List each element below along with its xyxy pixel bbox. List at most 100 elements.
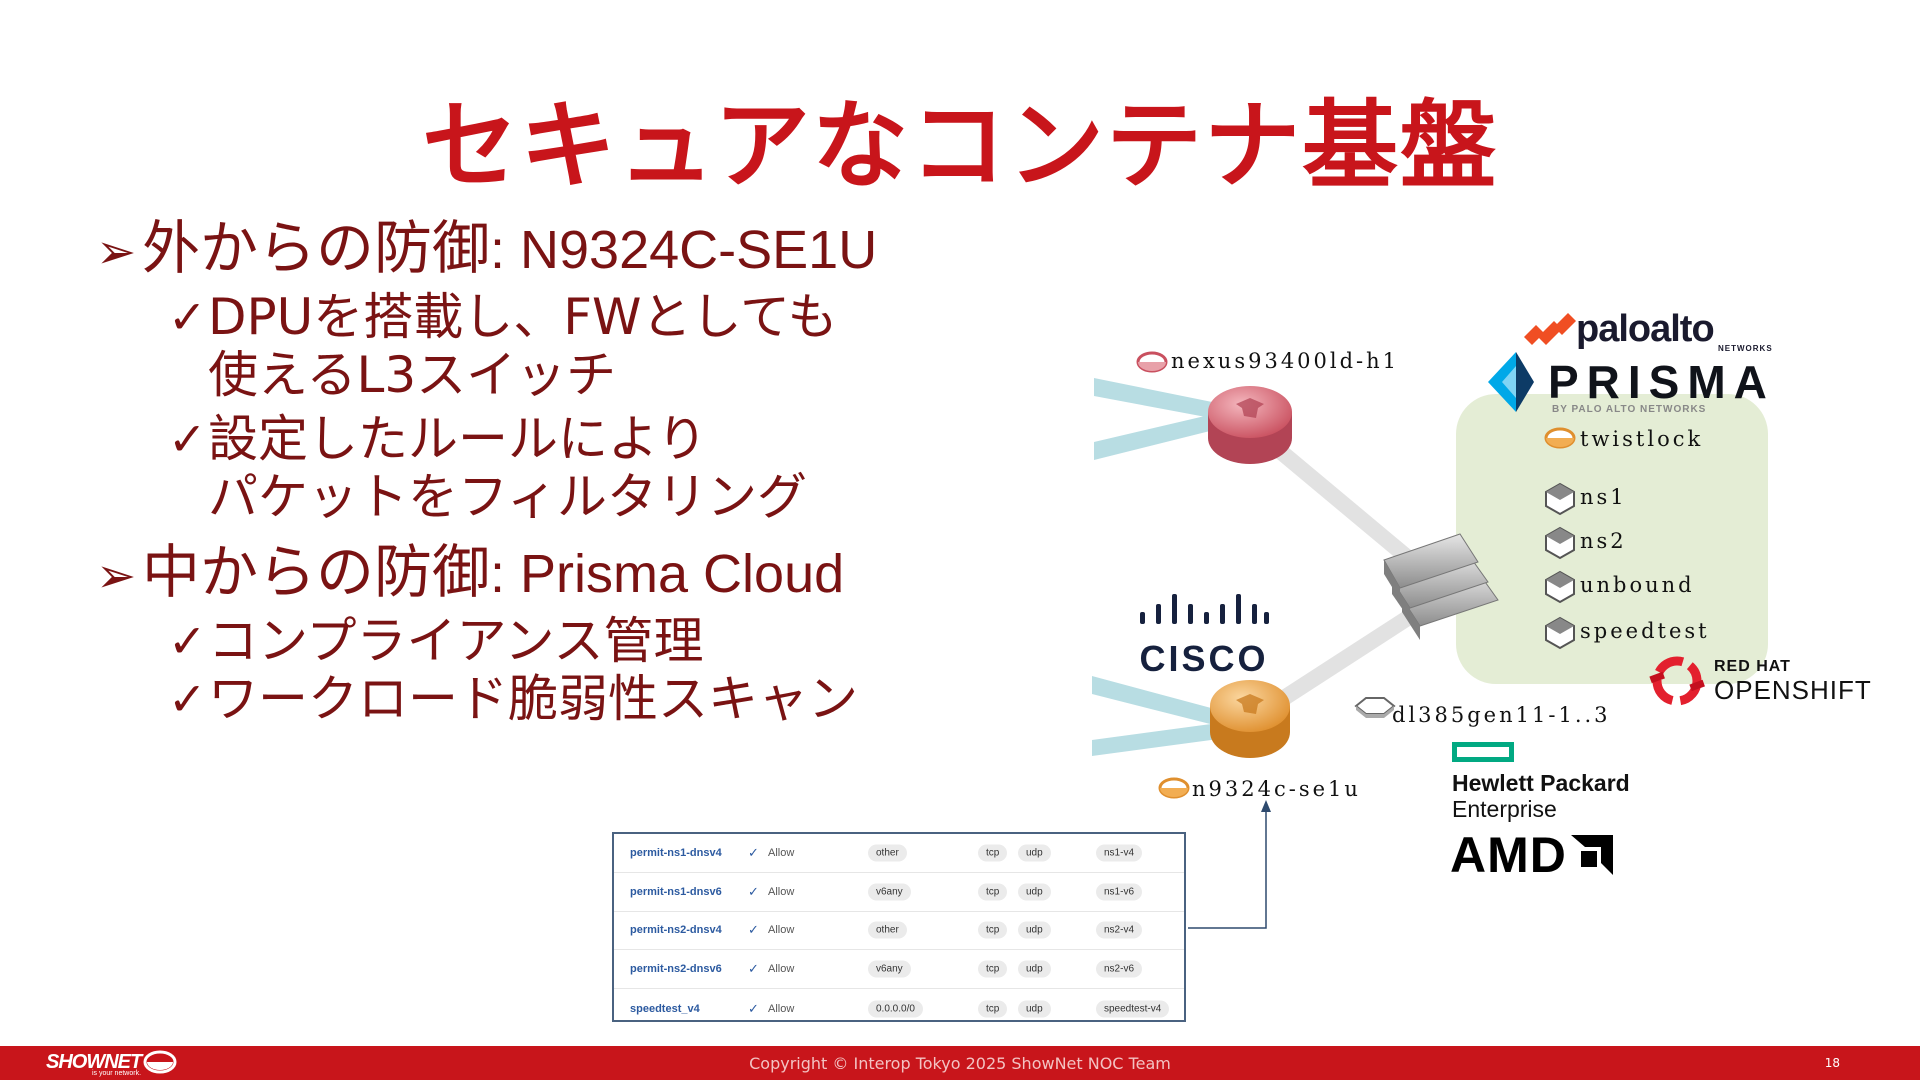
check-icon: ✓ (168, 614, 207, 668)
rule-protocol: tcp (978, 960, 1008, 978)
paloalto-logo: paloalto (1524, 308, 1715, 351)
check-icon: ✓ (168, 412, 207, 466)
check-icon: ✓ (748, 1000, 759, 1016)
rule-action: Allow (768, 1002, 795, 1015)
openshift-text: OPENSHIFT (1714, 675, 1872, 705)
rule-action: Allow (768, 846, 795, 859)
node-unbound: unbound (1545, 570, 1695, 604)
prisma-wordmark: PRISMA (1548, 356, 1775, 408)
rule-destination: speedtest-v4 (1096, 1000, 1170, 1018)
node-n9324: n9324c-se1u (1158, 777, 1361, 801)
hpe-logo: Hewlett Packard Enterprise (1452, 742, 1630, 822)
table-row[interactable]: permit-ns1-dnsv6 ✓ Allow v6any tcp udp n… (614, 873, 1184, 912)
rule-application: 0.0.0.0/0 (868, 1000, 923, 1018)
sub-bullet-line: DPUを搭載し、FWとしても (208, 288, 838, 346)
table-row[interactable]: permit-ns2-dnsv4 ✓ Allow other tcp udp n… (614, 912, 1184, 951)
rule-protocol: tcp (978, 1000, 1008, 1018)
node-label: ns2 (1580, 529, 1627, 553)
rule-action: Allow (768, 963, 795, 976)
rule-protocol: tcp (978, 844, 1008, 862)
check-icon: ✓ (748, 844, 759, 860)
rule-protocol: tcp (978, 883, 1008, 901)
rule-name[interactable]: permit-ns2-dnsv6 (630, 963, 722, 976)
page-number: 18 (1824, 1056, 1840, 1070)
rule-application: v6any (868, 883, 911, 901)
bullet-heading: 外からの防御 (142, 214, 491, 282)
node-label: ns1 (1580, 485, 1627, 509)
bullet-product: : N9324C-SE1U (490, 220, 878, 280)
amd-wordmark: AMD (1450, 827, 1567, 883)
hpe-text-1: Hewlett Packard (1452, 770, 1630, 796)
arrow-bullet-icon: ➢ (96, 548, 137, 604)
shownet-logo: SHOWNET (46, 1050, 177, 1074)
bullet-inner-defense: ➢ 中からの防御: Prisma Cloud (96, 536, 996, 612)
rule-protocol: udp (1018, 921, 1051, 939)
sub-bullet-line: パケットをフィルタリング (208, 468, 807, 526)
prisma-logo: PRISMA (1488, 352, 1775, 412)
rule-name[interactable]: permit-ns1-dnsv6 (630, 885, 722, 898)
hpe-text-2: Enterprise (1452, 796, 1557, 822)
rule-application: other (868, 844, 907, 862)
openshift-ring-icon (1649, 656, 1705, 706)
rule-destination: ns2-v4 (1096, 921, 1143, 939)
amd-arrow-icon (1570, 835, 1613, 875)
check-icon: ✓ (748, 883, 759, 899)
shownet-tagline: is your network. (92, 1070, 142, 1077)
rule-protocol: udp (1018, 883, 1051, 901)
rule-name[interactable]: permit-ns1-dnsv4 (630, 846, 722, 859)
node-label: dl385gen11-1..3 (1392, 703, 1611, 727)
sub-bullet: ✓ 設定したルールにより パケットをフィルタリング (168, 410, 996, 526)
openshift-logo: RED HAT OPENSHIFT (1648, 652, 1872, 710)
rule-protocol: udp (1018, 960, 1051, 978)
node-label: n9324c-se1u (1192, 777, 1361, 801)
cluster-area (1456, 394, 1768, 684)
shownet-wordmark: SHOWNET (46, 1050, 142, 1073)
paloalto-mark-icon (1524, 312, 1576, 345)
amd-logo: AMD (1450, 826, 1613, 884)
rule-destination: ns1-v4 (1096, 844, 1143, 862)
node-twistlock: twistlock (1544, 427, 1703, 451)
node-label: twistlock (1580, 427, 1703, 451)
check-icon: ✓ (168, 672, 207, 726)
redhat-text: RED HAT (1714, 658, 1791, 675)
firewall-rules-table: permit-ns1-dnsv4 ✓ Allow other tcp udp n… (612, 832, 1186, 1022)
table-row[interactable]: permit-ns2-dnsv6 ✓ Allow v6any tcp udp n… (614, 950, 1184, 990)
slide-title: セキュアなコンテナ基盤 (421, 90, 1499, 202)
paloalto-wordmark: paloalto (1576, 308, 1715, 350)
node-ns1: ns1 (1545, 482, 1627, 516)
check-icon: ✓ (748, 922, 759, 938)
sub-bullet-line: ワークロード脆弱性スキャン (208, 670, 858, 728)
rule-destination: ns2-v6 (1096, 960, 1143, 978)
rule-protocol: tcp (978, 921, 1008, 939)
sub-bullet-line: 使えるL3スイッチ (208, 346, 617, 404)
uplink-lines (1092, 378, 1226, 756)
bullet-product: : Prisma Cloud (490, 544, 845, 604)
node-label: unbound (1580, 573, 1695, 597)
rule-protocol: udp (1018, 844, 1051, 862)
cisco-bars-icon (1140, 594, 1269, 624)
node-dl385: dl385gen11-1..3 (1354, 697, 1611, 727)
rule-application: other (868, 921, 907, 939)
node-speedtest: speedtest (1545, 616, 1707, 650)
rule-protocol: udp (1018, 1000, 1051, 1018)
sub-bullet: ✓ DPUを搭載し、FWとしても 使えるL3スイッチ (168, 288, 996, 404)
cisco-logo: CISCO (1138, 592, 1270, 680)
footer-bar: SHOWNET is your network. Copyright © Int… (0, 1046, 1920, 1080)
sub-bullet: ✓ コンプライアンス管理 (168, 612, 996, 670)
prisma-mark-icon (1488, 352, 1534, 412)
rule-name[interactable]: speedtest_v4 (630, 1002, 700, 1015)
rule-name[interactable]: permit-ns2-dnsv4 (630, 924, 722, 937)
sub-bullet-line: 設定したルールにより (208, 410, 707, 468)
bullet-heading: 中からの防御 (142, 538, 491, 606)
rule-application: v6any (868, 960, 911, 978)
rule-destination: ns1-v6 (1096, 883, 1143, 901)
cisco-wordmark: CISCO (1139, 638, 1269, 679)
table-row[interactable]: speedtest_v4 ✓ Allow 0.0.0.0/0 tcp udp s… (614, 989, 1184, 1028)
hpe-element-icon (1452, 742, 1514, 762)
table-row[interactable]: permit-ns1-dnsv4 ✓ Allow other tcp udp n… (614, 834, 1184, 873)
router-nexus-icon (1208, 386, 1292, 464)
rule-action: Allow (768, 924, 795, 937)
node-label: nexus93400ld-h1 (1171, 349, 1399, 373)
copyright-text: Copyright © Interop Tokyo 2025 ShowNet N… (749, 1054, 1171, 1073)
check-icon: ✓ (748, 961, 759, 977)
